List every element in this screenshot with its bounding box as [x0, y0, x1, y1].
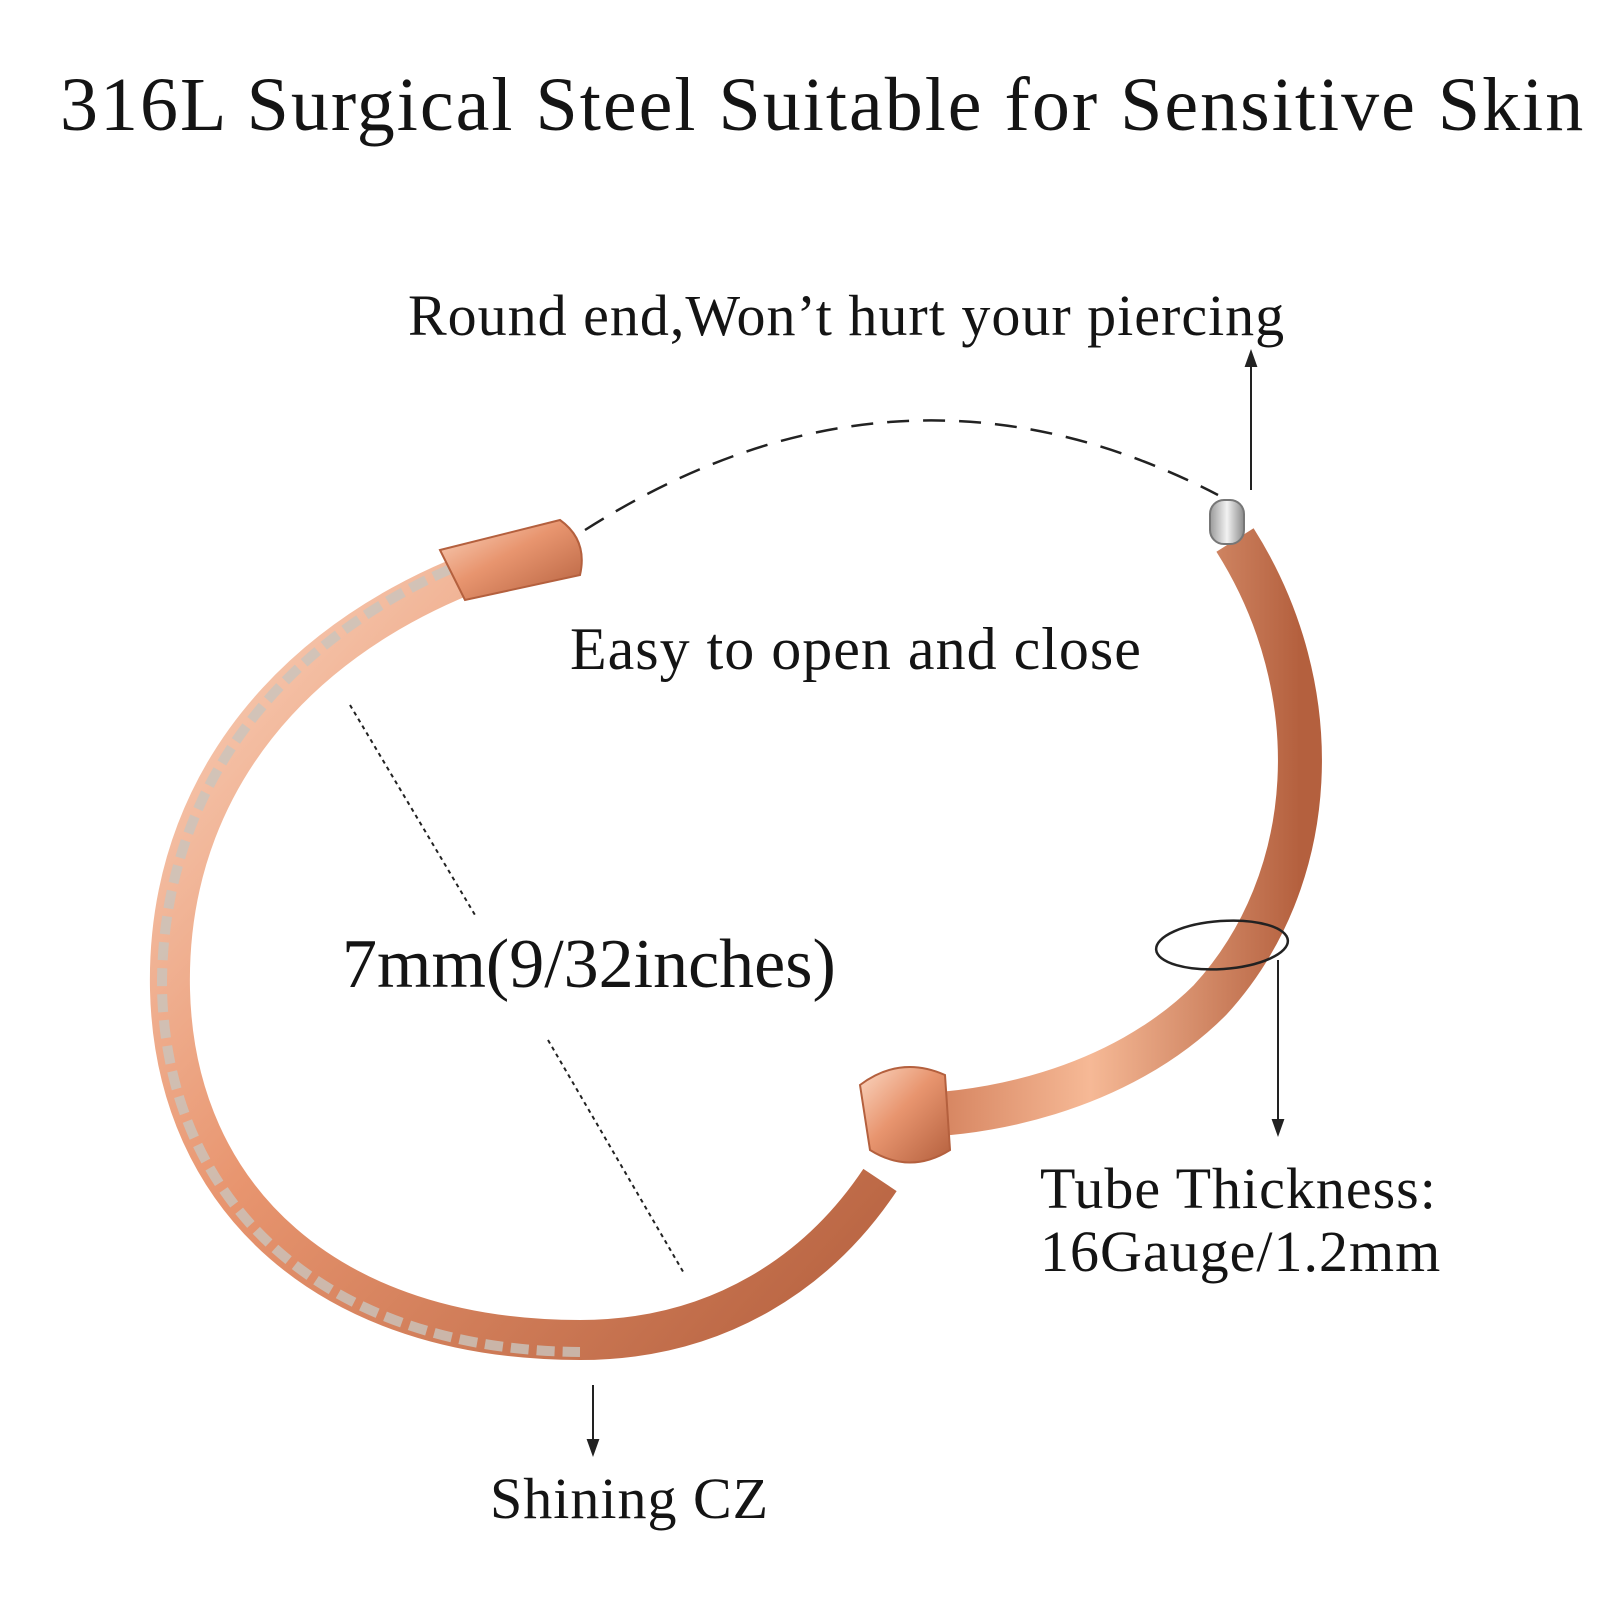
diameter-leader-top: [349, 704, 476, 916]
shining-cz-annotation: Shining CZ: [490, 1466, 770, 1531]
easy-open-annotation: Easy to open and close: [570, 616, 1142, 682]
hoop-left-end: [438, 518, 583, 602]
round-end-pin: [1209, 499, 1245, 545]
hinge-block: [858, 1066, 952, 1164]
hoop-left-arc-highlight: [156, 530, 581, 1357]
thickness-ellipse: [1154, 919, 1290, 971]
cz-arrow: [586, 1385, 600, 1457]
size-annotation: 7mm(9/32inches): [342, 926, 836, 1003]
tube-thickness-label: Tube Thickness:: [1040, 1156, 1437, 1221]
hoop-left-arc: [149, 525, 897, 1361]
hoop-right-arc: [878, 528, 1322, 1138]
round-end-arrow: [1244, 349, 1258, 490]
round-end-annotation: Round end,Won’t hurt your piercing: [408, 283, 1286, 348]
thickness-arrow: [1271, 960, 1285, 1137]
dashed-closure-arc: [584, 419, 1219, 532]
diameter-leader-bottom: [547, 1039, 686, 1276]
headline-title: 316L Surgical Steel Suitable for Sensiti…: [60, 63, 1586, 147]
tube-thickness-value: 16Gauge/1.2mm: [1040, 1219, 1442, 1284]
